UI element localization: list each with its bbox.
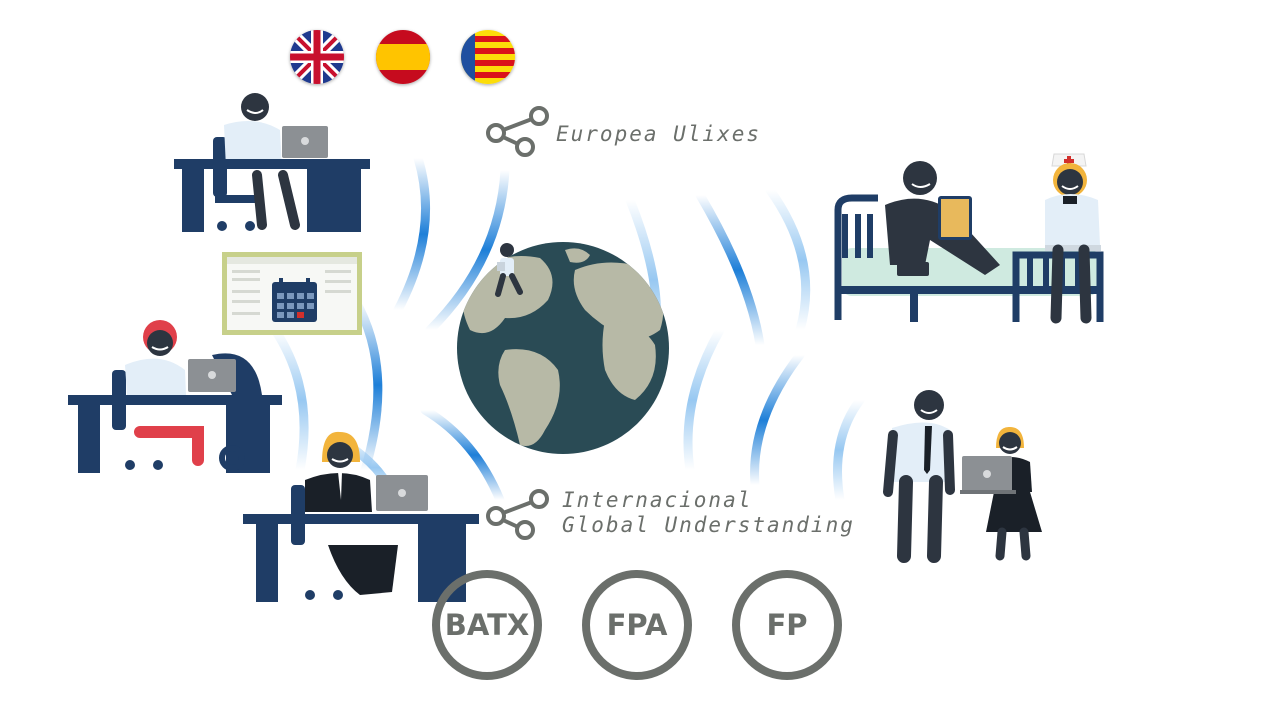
globe (457, 242, 669, 454)
calendar-window[interactable] (222, 252, 362, 335)
patient-in-bed (834, 161, 1104, 322)
fpa-badge[interactable]: FPA (582, 570, 692, 680)
catalan-flag-icon[interactable] (461, 30, 515, 84)
businessman (883, 390, 955, 563)
program-global-understanding-label[interactable]: Global Understanding (562, 513, 855, 537)
program-europea-label[interactable]: Europea Ulixes (556, 122, 762, 146)
worker-at-desk-middle (68, 320, 282, 473)
spanish-flag-icon[interactable] (376, 30, 430, 84)
batx-badge[interactable]: BATX (432, 570, 542, 680)
businesswoman (960, 426, 1042, 561)
worker-at-desk-top (174, 93, 370, 232)
spain-flag-graphic (376, 30, 430, 84)
worker-at-desk-bottom (243, 431, 479, 602)
uk-flag-graphic (290, 30, 344, 84)
share-icon[interactable] (486, 489, 549, 540)
english-flag-icon[interactable] (290, 30, 344, 84)
figure-on-globe (495, 243, 523, 297)
program-internacional-label[interactable]: Internacional (562, 488, 753, 512)
fp-badge[interactable]: FP (732, 570, 842, 680)
valencian-flag-graphic (461, 30, 515, 84)
nurse (1045, 153, 1101, 324)
share-icon[interactable] (486, 106, 549, 157)
calendar-icon (272, 278, 317, 322)
